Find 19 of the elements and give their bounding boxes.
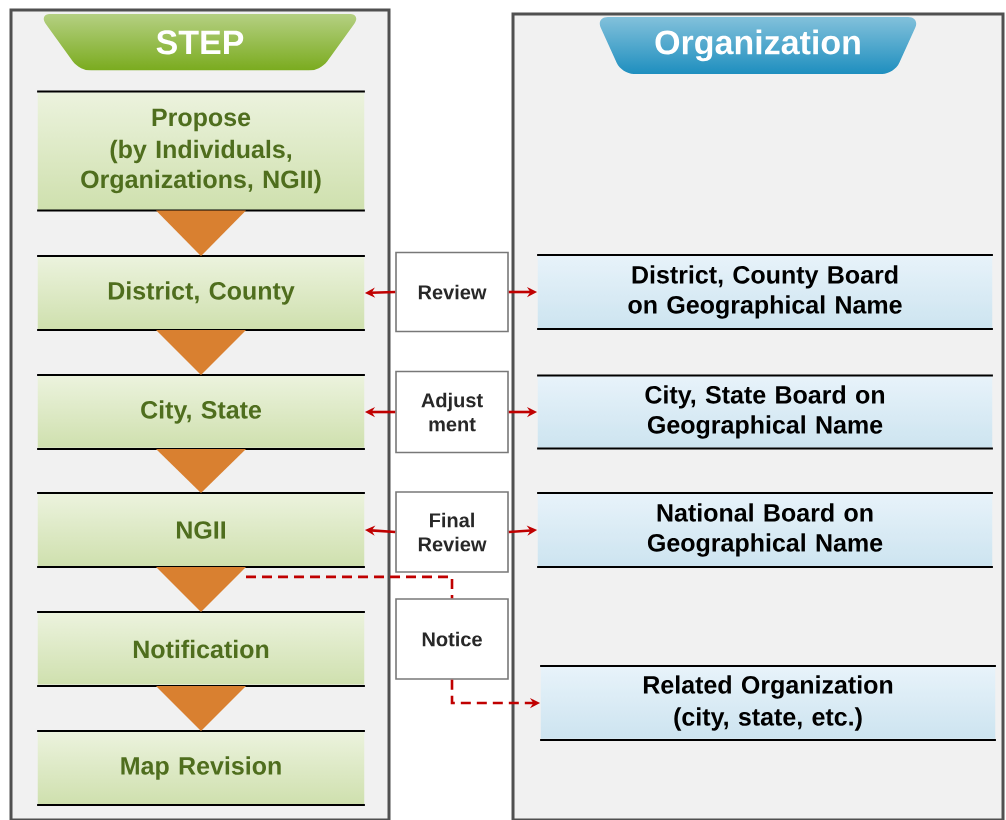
chevron-arrow	[156, 448, 246, 494]
chevron-arrow	[156, 685, 246, 732]
step-box: City, State	[36, 374, 366, 450]
stage-box: Final Review	[395, 491, 509, 573]
organization-box: City, State Board on Geographical Name	[536, 374, 994, 450]
step-box: Propose (by Individuals, Organizations, NGII)	[36, 90, 366, 212]
chevron-arrow	[156, 566, 246, 613]
step-box: Notification	[36, 611, 366, 687]
step-box: District, County	[36, 255, 366, 331]
stage-box: Review	[395, 251, 509, 333]
stage-box: Adjust ment	[395, 370, 509, 454]
step-box: Map Revision	[36, 730, 366, 806]
chevron-arrow	[156, 329, 246, 376]
organization-box: Related Organization (city, state, etc.)	[539, 665, 997, 741]
stage-box: Notice	[395, 598, 509, 680]
organization-box: National Board on Geographical Name	[536, 492, 994, 568]
organization-box: District, County Board on Geographical Name	[536, 254, 994, 330]
chevron-arrow	[156, 210, 246, 257]
step-box: NGII	[36, 492, 366, 568]
